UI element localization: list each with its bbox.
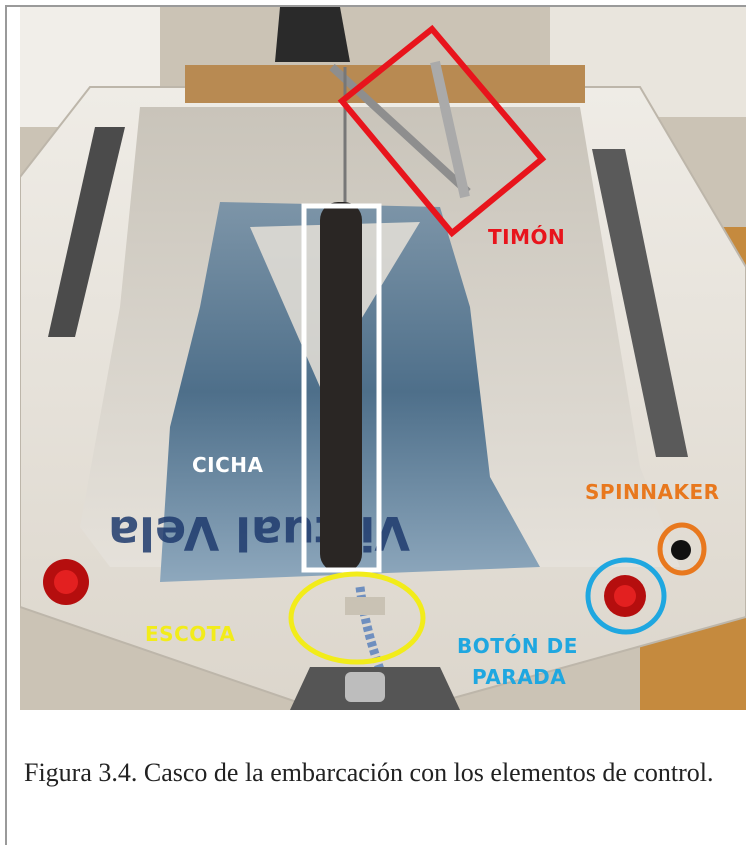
label-boton-line1: BOTÓN DE: [457, 634, 578, 658]
deck-strip-right: [592, 149, 688, 457]
photo-illustration: Virtual Vela: [20, 7, 746, 710]
label-timon: TIMÓN: [488, 225, 566, 249]
cicha-highlight-box: [301, 203, 382, 573]
boat-hull-photo: Virtual Vela TIMÓN CICHA SPINNAKE: [20, 7, 746, 710]
deck-strip-left: [48, 127, 125, 337]
boton-highlight-circle: [585, 557, 667, 635]
cicha-strap: [320, 202, 362, 572]
label-escota: ESCOTA: [145, 622, 236, 646]
label-spinnaker: SPINNAKER: [585, 480, 720, 504]
escota-highlight-ellipse: [288, 571, 426, 665]
label-cicha: CICHA: [192, 453, 264, 477]
watermark-text: Virtual Vela: [108, 506, 410, 560]
spinnaker-highlight-circle: [657, 522, 707, 576]
figure-caption: Figura 3.4. Casco de la embarcación con …: [24, 758, 714, 787]
tiller-shaft: [430, 60, 470, 199]
spinnaker-knob: [671, 540, 691, 560]
sail-top: [275, 7, 350, 62]
figure-frame: [5, 5, 746, 845]
label-boton-line2: PARADA: [472, 665, 567, 689]
timon-highlight-box: [337, 24, 547, 238]
wood-transom: [185, 65, 585, 103]
